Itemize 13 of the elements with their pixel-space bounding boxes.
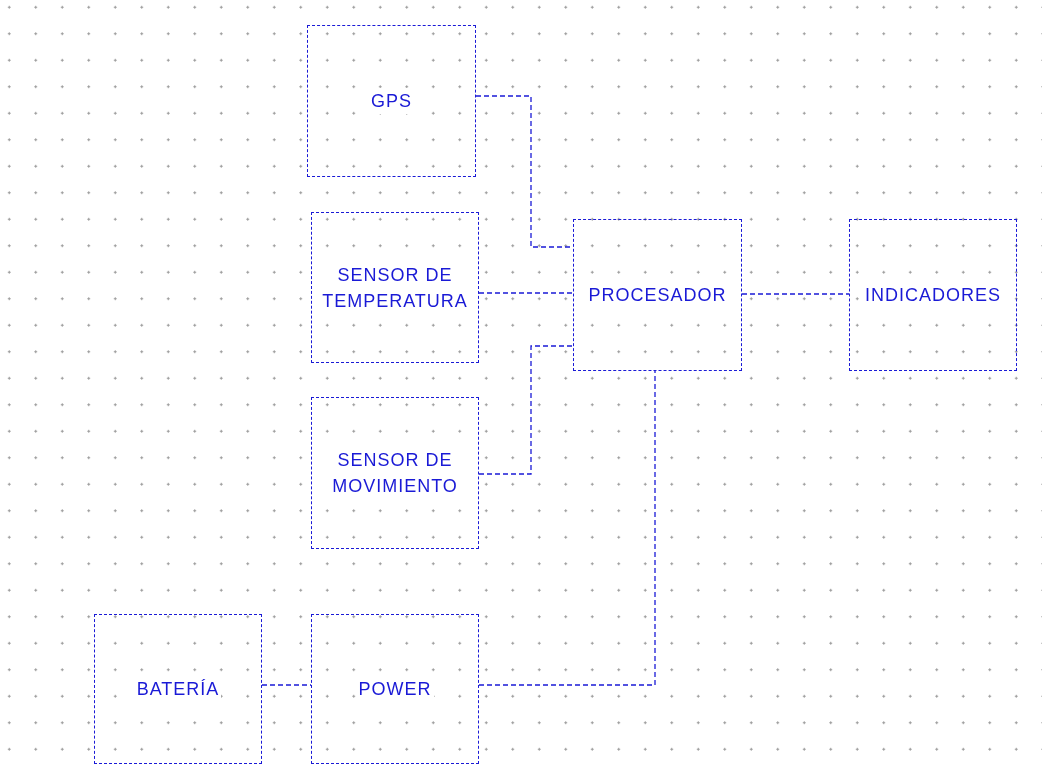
block-box <box>573 219 742 371</box>
connector-line <box>478 370 656 686</box>
block-box <box>94 614 262 764</box>
block-box <box>307 25 476 177</box>
block-box <box>311 212 479 363</box>
connector-line <box>261 684 312 686</box>
connector-line <box>741 293 850 295</box>
block-box <box>311 397 479 549</box>
block-box <box>311 614 479 764</box>
connector-line <box>478 292 574 294</box>
connector-line <box>478 345 574 475</box>
block-label: GPS <box>369 88 414 114</box>
block-box <box>849 219 1017 371</box>
